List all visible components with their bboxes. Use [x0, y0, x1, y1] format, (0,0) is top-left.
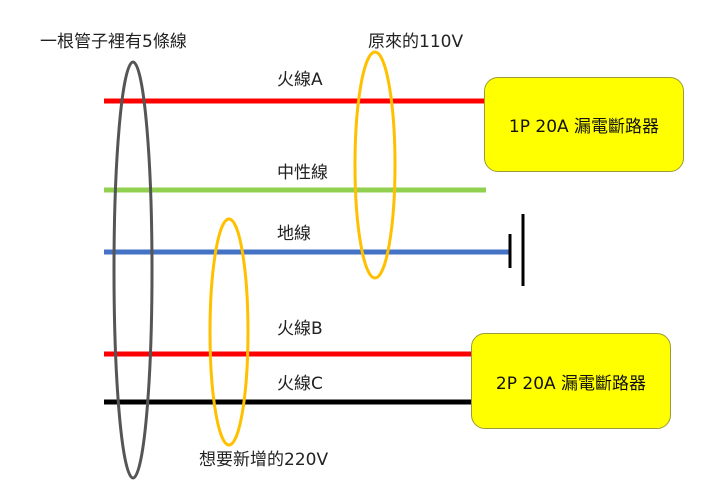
breaker-1p: 1P 20A 漏電斷路器	[484, 77, 684, 172]
hot-c-label: 火線C	[277, 374, 323, 394]
conduit-ring	[112, 60, 154, 480]
original-110v-ring	[353, 50, 397, 280]
conduit-note-label: 一根管子裡有5條線	[40, 32, 187, 52]
new-220v-label: 想要新增的220V	[199, 450, 329, 470]
hot-a-label: 火線A	[277, 70, 323, 90]
new-220v-ring	[208, 217, 250, 447]
hot-b-label: 火線B	[277, 319, 323, 339]
ground-symbol	[508, 214, 525, 286]
breaker-2p: 2P 20A 漏電斷路器	[471, 333, 671, 429]
original-110v-label: 原來的110V	[368, 32, 464, 52]
neutral-label: 中性線	[277, 163, 328, 183]
ground-label: 地線	[277, 224, 311, 244]
